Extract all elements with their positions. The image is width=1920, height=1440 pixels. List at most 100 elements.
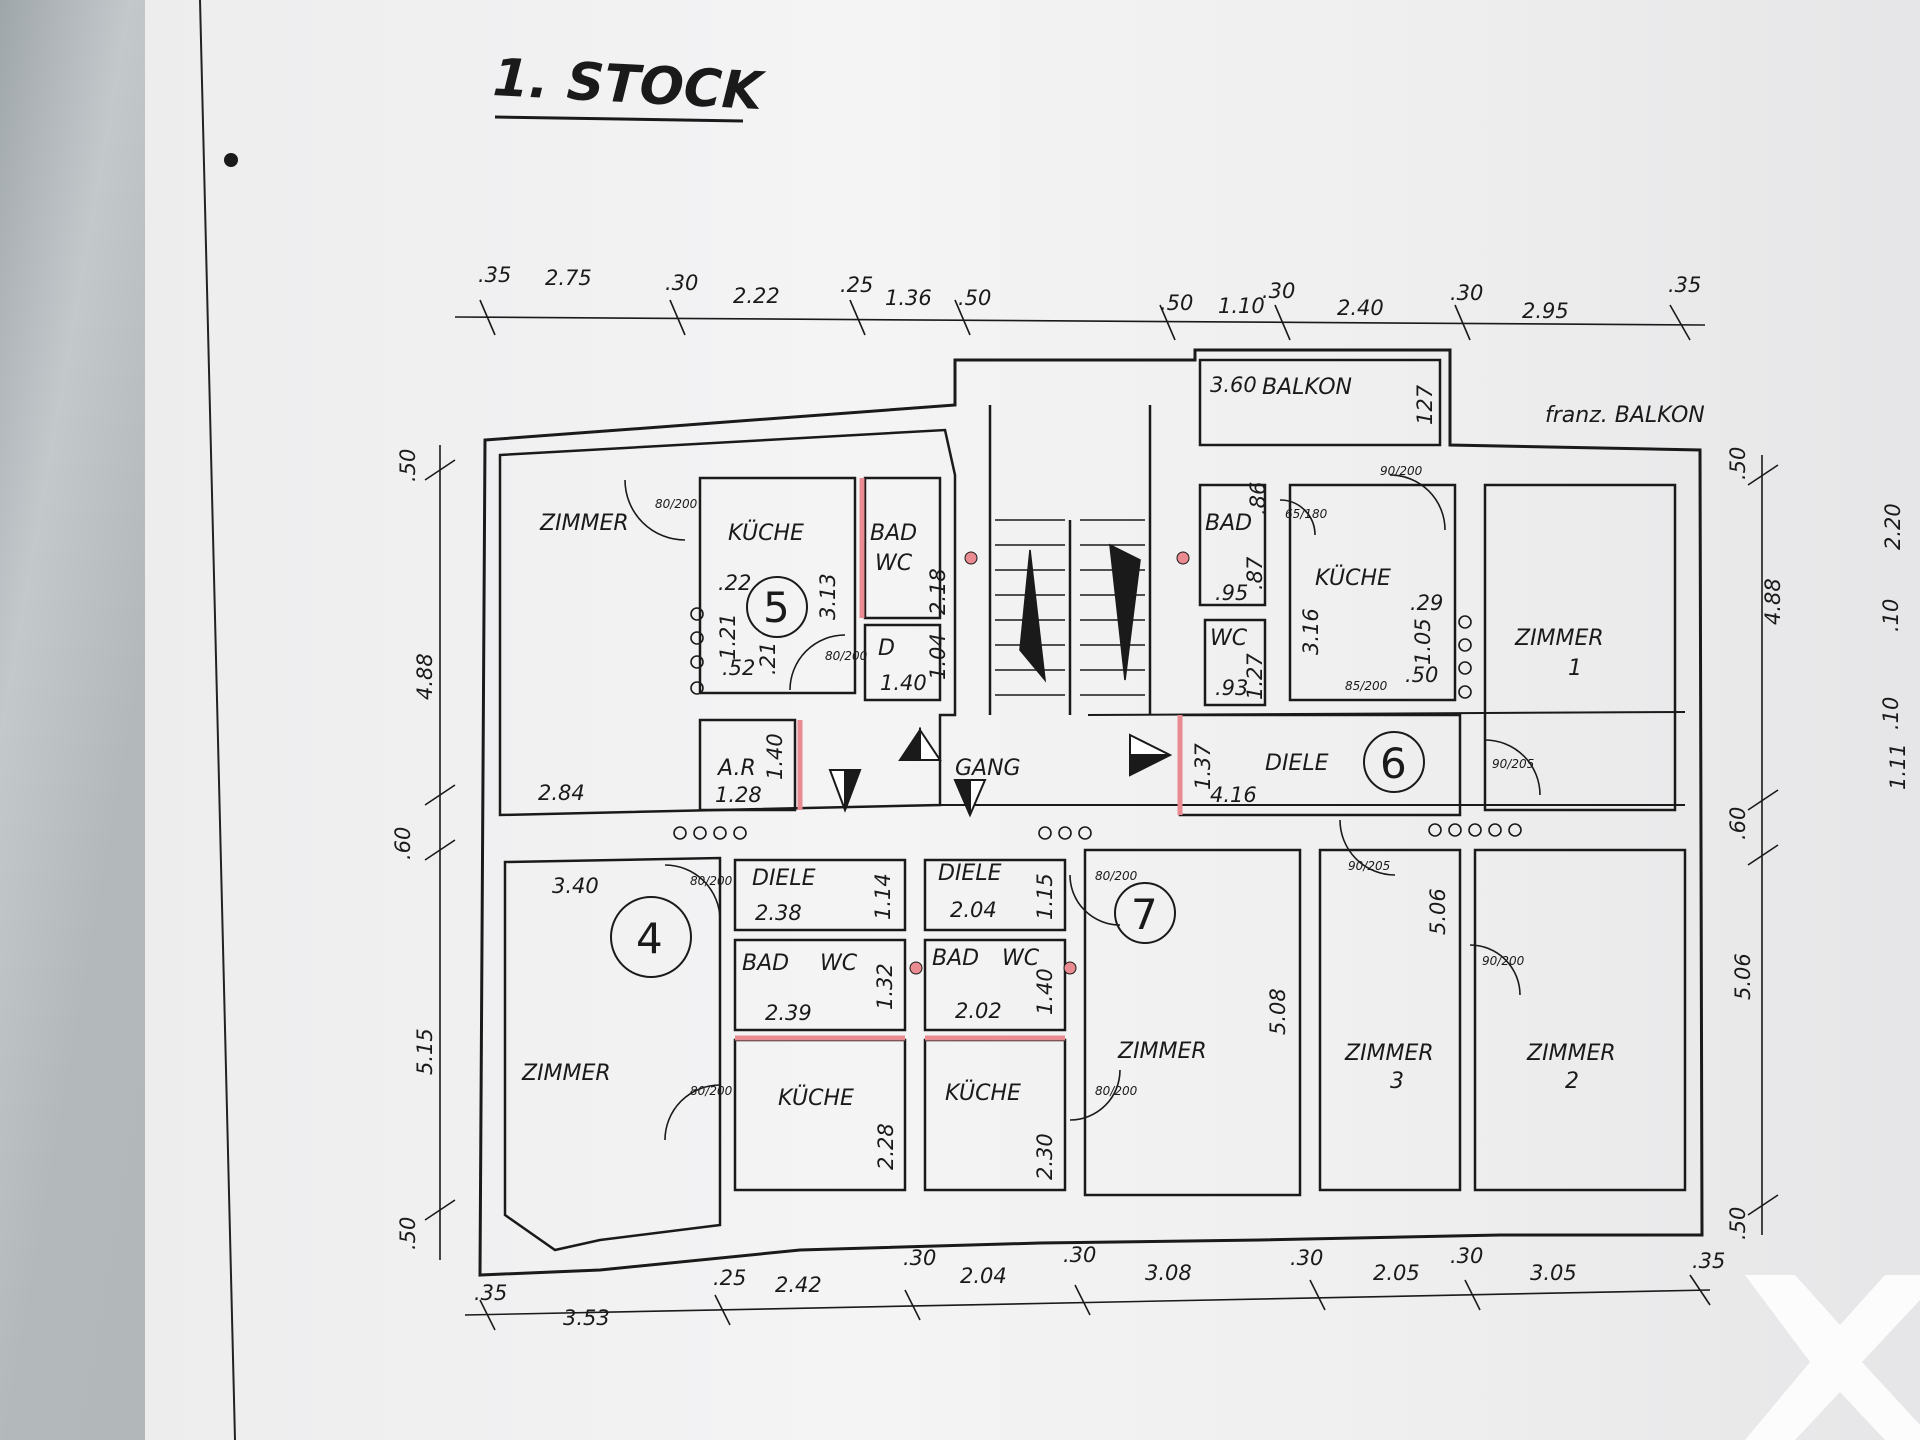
unit-6-bad-d2: .95	[1215, 581, 1248, 605]
unit-5-kueche-d2: 3.13	[816, 573, 840, 620]
unit-5-walls	[698, 405, 1152, 812]
dim-top: .50	[1160, 291, 1193, 315]
dim-top: 1.10	[1218, 294, 1265, 318]
dim-bottom: 2.42	[775, 1273, 822, 1297]
door-note: 80/200	[690, 1084, 733, 1098]
unit-4-bad-d1: 2.39	[765, 1001, 812, 1025]
unit-6-diele-d2: 1.37	[1191, 743, 1215, 790]
dim-top: 2.40	[1337, 296, 1384, 320]
unit-7-kueche-dim: 2.30	[1033, 1133, 1057, 1180]
unit-7-zimmer3-dim: 5.06	[1426, 888, 1450, 935]
unit-4-kueche-dim: 2.28	[874, 1123, 898, 1170]
door-note: 80/200	[690, 874, 733, 888]
unit-5-number: 5	[763, 583, 790, 632]
unit-7-wc-label: WC	[1002, 946, 1040, 971]
balcony-label: BALKON	[1262, 375, 1352, 400]
unit-4-zimmer-dim: 3.40	[552, 874, 599, 898]
unit-6-kueche-d4: .50	[1405, 663, 1438, 687]
unit-4-diele-d1: 2.38	[755, 901, 802, 925]
unit-5-ar-label: A.R	[716, 756, 756, 781]
unit-5-zimmer-label: ZIMMER	[539, 511, 629, 536]
dim-bottom: .30	[1063, 1243, 1096, 1267]
unit-5-kueche-label: KÜCHE	[728, 520, 804, 546]
unit-5-ar-dim2: 1.40	[763, 733, 787, 780]
unit-6-diele-label: DIELE	[1265, 751, 1329, 776]
unit-6-bad-label: BAD	[1205, 511, 1252, 536]
unit-6-wc-label: WC	[1210, 626, 1248, 651]
unit-5-kueche-d1: .22	[718, 571, 751, 595]
unit-5-number-circle	[746, 576, 808, 638]
unit-6-bad-d1: .86	[1246, 482, 1270, 515]
unit-4-diele-d2: 1.14	[871, 873, 895, 920]
balcony-depth: 127	[1413, 384, 1437, 425]
unit-5-kueche-d4: .52	[722, 656, 755, 680]
unit-5-d-dim1: 1.40	[880, 671, 927, 695]
door-note: 80/200	[655, 497, 698, 511]
unit-6-bad-d3: .87	[1243, 556, 1267, 590]
door-note: 90/205	[1348, 859, 1390, 873]
unit-5-kueche-d5: .21	[756, 642, 780, 675]
dim-left: 5.15	[413, 1028, 437, 1075]
door-swings	[624, 474, 1541, 1141]
door-note: 90/200	[1482, 954, 1525, 968]
dim-bottom: .30	[1450, 1244, 1483, 1268]
unit-4-wc-label: WC	[820, 951, 858, 976]
unit-6-kueche-d3: 1.05	[1411, 618, 1435, 665]
staircase	[995, 519, 1145, 696]
dim-bottom: .35	[1692, 1249, 1725, 1273]
unit-6-diele-d1: 4.16	[1210, 783, 1257, 807]
dim-bottom: .25	[713, 1266, 746, 1290]
top-dimension-texts: .35 2.75 .30 2.22 .25 1.36 .50 .50 1.10 …	[478, 263, 1701, 323]
unit-4-number-circle	[610, 896, 692, 978]
unit-4-kueche-label: KÜCHE	[778, 1085, 854, 1111]
dim-right: .60	[1726, 807, 1750, 840]
unit-6-kueche-d2: .29	[1410, 591, 1443, 615]
door-note: 80/200	[1095, 869, 1138, 883]
unit-4-zimmer-label: ZIMMER	[521, 1061, 611, 1086]
dim-top: 2.95	[1522, 299, 1569, 323]
dim-top: .35	[1668, 273, 1701, 297]
unit-5-ar-dim1: 1.28	[715, 783, 762, 807]
dim-bottom: 2.04	[960, 1264, 1007, 1288]
unit-7-zimmer-label: ZIMMER	[1117, 1039, 1207, 1064]
dim-bottom: .35	[474, 1281, 507, 1305]
unit-7-diele-d2: 1.15	[1033, 873, 1057, 920]
watermark-logo	[1745, 1275, 1920, 1440]
door-note: 80/200	[1095, 1084, 1138, 1098]
unit-7-zimmer2-label: ZIMMER	[1526, 1041, 1616, 1066]
entrance-markers	[828, 726, 1173, 818]
french-balcony-label: franz. BALKON	[1545, 403, 1705, 428]
unit-7-bad-label: BAD	[932, 946, 979, 971]
unit-6-number: 6	[1380, 739, 1407, 788]
dim-bottom: .30	[1290, 1246, 1323, 1270]
unit-5-wc-label: WC	[875, 551, 913, 576]
dim-right: 5.06	[1731, 953, 1755, 1000]
punch-hole	[224, 153, 238, 167]
paper-sheet	[145, 0, 1920, 1440]
unit-6-walls	[1178, 483, 1677, 817]
dim-far-right: 1.11	[1886, 743, 1910, 790]
unit-5-kueche-d3: 1.21	[716, 613, 740, 660]
unit-4-number: 4	[636, 914, 663, 963]
door-note: 90/200	[1380, 464, 1423, 478]
unit-7-number: 7	[1131, 890, 1158, 939]
unit-4-bad-d2: 1.32	[873, 963, 897, 1010]
unit-6-kueche-label: KÜCHE	[1315, 565, 1391, 591]
door-note: 65/180	[1285, 507, 1328, 521]
unit-5-d-label: D	[878, 636, 895, 661]
dim-left: .60	[391, 827, 415, 860]
unit-4-diele-label: DIELE	[752, 866, 816, 891]
dim-bottom: 3.53	[563, 1306, 610, 1330]
dim-top: .35	[478, 263, 511, 287]
dim-bottom: .30	[903, 1246, 936, 1270]
dim-far-right: 2.20	[1881, 503, 1905, 550]
dim-top: .50	[958, 286, 991, 310]
corridor-label: GANG	[955, 756, 1021, 781]
unit-7-zimmer3-label: ZIMMER	[1344, 1041, 1434, 1066]
dim-right: 4.88	[1761, 578, 1785, 625]
unit-7-zimmer2-number: 2	[1565, 1069, 1579, 1094]
dim-top: 2.22	[733, 284, 780, 308]
unit-4-bad-label: BAD	[742, 951, 789, 976]
margin-line	[199, 0, 236, 1440]
